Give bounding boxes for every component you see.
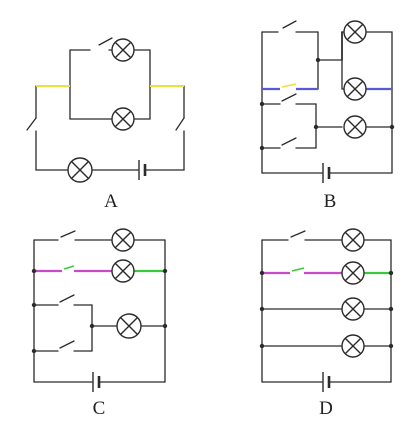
junction-node: [315, 57, 321, 63]
circuit-c-switch-low: [59, 340, 75, 349]
circuit-a: A: [26, 37, 185, 212]
circuit-d: D: [259, 228, 394, 419]
junction-node: [31, 348, 37, 354]
lamp-icon: [67, 157, 93, 183]
lamp-icon: [341, 334, 365, 358]
junction-node: [259, 306, 265, 312]
lamp-icon: [111, 228, 135, 252]
option-label-a: A: [104, 191, 118, 212]
lamp-icon: [343, 115, 367, 139]
junction-node: [31, 268, 37, 274]
circuit-d-switch-top: [290, 230, 306, 238]
lamp-icon: [111, 259, 135, 283]
junction-node: [259, 101, 265, 107]
option-label-c: C: [93, 398, 106, 419]
circuit-a-switch-right: [175, 117, 185, 131]
circuit-b-wires: [261, 20, 393, 174]
lamp-icon: [343, 20, 367, 44]
junction-node: [388, 306, 394, 312]
option-label-d: D: [319, 398, 333, 419]
junction-node: [388, 343, 394, 349]
junction-node: [89, 323, 95, 329]
option-label-b: B: [324, 191, 337, 212]
circuit-b-switch-low: [281, 137, 297, 146]
battery-icon: [322, 372, 331, 392]
circuit-c: C: [31, 228, 168, 419]
circuit-b-switch-top: [282, 20, 297, 29]
circuit-b: B: [259, 20, 395, 212]
battery-icon: [322, 163, 331, 183]
junction-node: [259, 343, 265, 349]
lamp-icon: [341, 297, 365, 321]
circuit-b-switch-mid: [281, 93, 297, 102]
circuit-a-switch-left: [26, 117, 37, 131]
lamp-icon: [341, 228, 365, 252]
circuit-d-wires: [261, 230, 392, 383]
junction-node: [162, 323, 168, 329]
lamp-icon: [111, 107, 135, 131]
battery-icon: [138, 160, 147, 180]
junction-node: [389, 124, 395, 130]
junction-node: [313, 124, 319, 130]
junction-node: [388, 270, 394, 276]
junction-node: [259, 145, 265, 151]
lamp-icon: [111, 38, 135, 62]
junction-node: [31, 302, 37, 308]
lamp-icon: [116, 313, 142, 339]
battery-icon: [92, 372, 101, 392]
lamp-icon: [341, 261, 365, 285]
circuit-c-switch-top: [60, 230, 76, 238]
junction-node: [259, 270, 265, 276]
circuit-a-switch-top: [98, 37, 113, 46]
circuit-a-wires: [26, 37, 185, 171]
circuit-c-wires: [33, 230, 166, 383]
lamp-icon: [343, 77, 367, 101]
junction-node: [162, 268, 168, 274]
circuit-c-switch-mid: [59, 294, 75, 303]
